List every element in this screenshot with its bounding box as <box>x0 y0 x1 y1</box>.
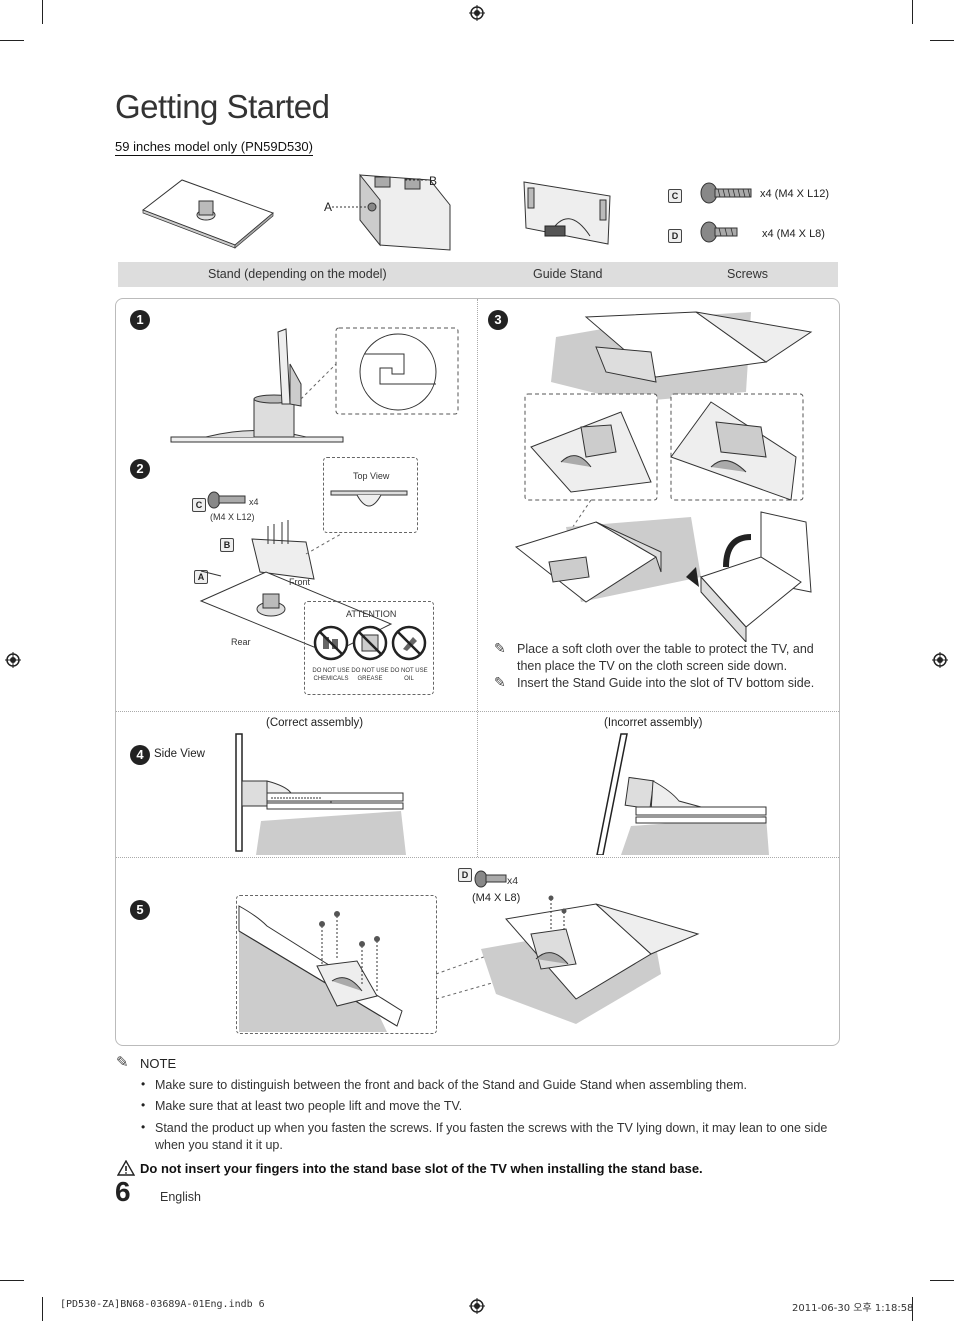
top-view-label: Top View <box>353 471 390 481</box>
page-language: English <box>160 1190 201 1204</box>
step-5-badge: 5 <box>130 900 150 920</box>
horizontal-divider <box>116 711 839 712</box>
incorrect-side-view-illustration <box>596 733 769 855</box>
no-grease-icon <box>352 625 388 661</box>
step-4-badge: 4 <box>130 745 150 765</box>
part-label-b: B <box>429 174 438 188</box>
no-oil-icon <box>391 625 427 661</box>
step2-x4: x4 <box>249 497 259 507</box>
crop-mark <box>42 1297 43 1321</box>
step5-d-letter: D <box>458 865 472 883</box>
parts-col-screws: Screws <box>727 267 768 281</box>
parts-col-guide: Guide Stand <box>533 267 603 281</box>
step2-c-letter: C <box>192 495 206 513</box>
step-3-badge: 3 <box>488 310 508 330</box>
screw-short-icon <box>700 221 738 243</box>
vertical-divider <box>477 299 478 857</box>
note-item: Make sure that at least two people lift … <box>155 1099 463 1113</box>
screw-c-row: C <box>668 186 682 204</box>
step5-detail-box <box>236 895 437 1034</box>
top-view-box <box>323 457 418 533</box>
note-item: Stand the product up when you fasten the… <box>155 1121 828 1152</box>
footer-file: [PD530-ZA]BN68-03689A-01Eng.indb 6 <box>60 1299 265 1310</box>
rear-label: Rear <box>231 637 251 647</box>
step-5-screw-detail-illustration <box>238 905 403 1032</box>
warning-text: Do not insert your fingers into the stan… <box>140 1161 703 1176</box>
step-5-tv-assembly-illustration <box>436 895 700 1024</box>
note-3a: Place a soft cloth over the table to pro… <box>517 642 814 673</box>
step-2-badge: 2 <box>130 459 150 479</box>
guide-stand-illustration <box>332 173 451 251</box>
correct-side-view-illustration <box>235 733 406 855</box>
correct-label: (Correct assembly) <box>266 717 364 729</box>
note-heading: NOTE <box>140 1056 177 1071</box>
screw-d-row: D <box>668 226 682 244</box>
attention-label: ATTENTION <box>346 609 397 619</box>
screw-d-letter: D <box>668 229 682 243</box>
attention-box <box>304 601 434 695</box>
screw-c-letter: C <box>668 189 682 203</box>
parts-col-stand: Stand (depending on the model) <box>208 267 387 281</box>
registration-mark-icon <box>5 652 21 668</box>
part-label-a: A <box>324 200 333 214</box>
step-1-stand-illustration <box>170 327 459 443</box>
instruction-panel: 1 2 Top View C x4 (M4 X L12) B A <box>115 298 840 1046</box>
screw-c-spec: x4 (M4 X L12) <box>760 188 830 200</box>
step2-a-letter: A <box>194 567 208 585</box>
guide-bracket-illustration <box>523 181 611 245</box>
step2-screw-icon <box>207 491 246 509</box>
step5-screw-icon <box>474 870 507 888</box>
page-title: Getting Started <box>115 88 330 125</box>
note-item: Make sure to distinguish between the fro… <box>155 1078 748 1092</box>
registration-mark-icon <box>469 5 485 21</box>
step-3-tv-placement-illustration <box>514 311 813 642</box>
crop-mark <box>912 1297 913 1321</box>
crop-mark <box>912 0 913 24</box>
note-icon: ✎ <box>116 1054 129 1071</box>
registration-mark-icon <box>469 1298 485 1314</box>
note-bullet: • <box>141 1098 146 1112</box>
step2-spec: (M4 X L12) <box>210 512 255 522</box>
note-bullet: • <box>141 1120 146 1134</box>
registration-mark-icon <box>932 652 948 668</box>
note-3a-icon: ✎ <box>494 640 506 656</box>
warn-oil: DO NOT USE OIL <box>390 668 428 682</box>
warn-chemicals: DO NOT USE CHEMICALS <box>312 668 350 682</box>
crop-mark <box>930 40 954 41</box>
no-chemicals-icon <box>313 625 349 661</box>
model-subtitle: 59 inches model only (PN59D530) <box>115 139 313 156</box>
horizontal-divider <box>116 857 839 858</box>
screw-d-spec: x4 (M4 X L8) <box>762 228 825 240</box>
footer-date: 2011-06-30 오후 1:18:58 <box>792 1303 914 1314</box>
crop-mark <box>0 40 24 41</box>
incorrect-label: (Incorret assembly) <box>604 717 703 729</box>
screw-long-icon <box>700 182 752 204</box>
step2-b-letter: B <box>220 535 234 553</box>
front-label: Front <box>289 577 311 587</box>
warning-triangle-icon <box>117 1160 135 1176</box>
step5-x4: x4 <box>507 875 519 887</box>
note-3b: Insert the Stand Guide into the slot of … <box>517 676 815 690</box>
stand-base-illustration <box>141 179 274 249</box>
note-3b-icon: ✎ <box>494 674 506 690</box>
crop-mark <box>930 1280 954 1281</box>
page-number: 6 <box>115 1176 131 1207</box>
note-bullet: • <box>141 1077 146 1091</box>
parts-label-bar: Stand (depending on the model) Guide Sta… <box>118 262 838 287</box>
crop-mark <box>0 1280 24 1281</box>
crop-mark <box>42 0 43 24</box>
step5-spec: (M4 X L8) <box>472 892 521 904</box>
side-view-label: Side View <box>154 748 205 760</box>
top-view-illustration <box>330 490 408 507</box>
warn-grease: DO NOT USE GREASE <box>351 668 389 682</box>
step-1-badge: 1 <box>130 310 150 330</box>
